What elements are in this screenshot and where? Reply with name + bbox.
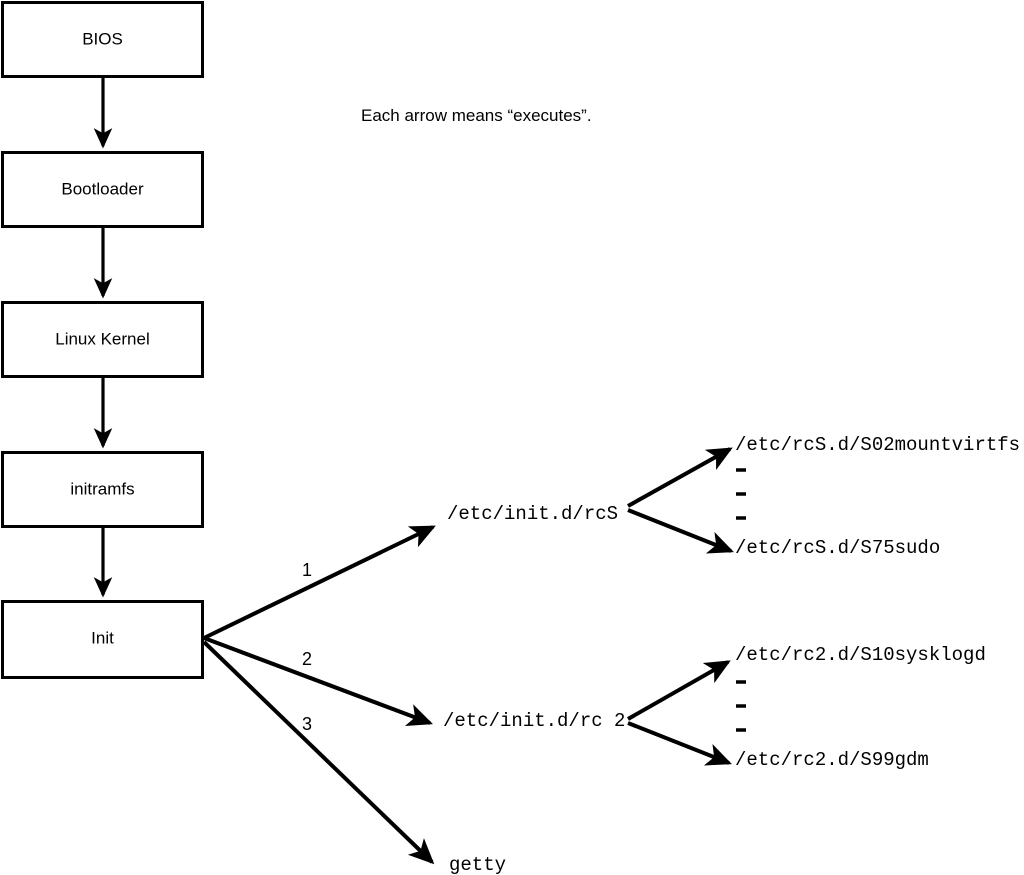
- node-initramfs: initramfs: [1, 451, 204, 528]
- arrow-init-to-getty: [202, 640, 435, 865]
- node-init: Init: [1, 600, 204, 679]
- node-label-bootloader: Bootloader: [61, 179, 144, 198]
- mid-node-label-rcs: /etc/init.d/rcS: [447, 503, 618, 525]
- node-label-linux-kernel: Linux Kernel: [55, 329, 150, 348]
- node-box-initramfs: [1, 451, 204, 528]
- node-linux-kernel: Linux Kernel: [1, 301, 204, 378]
- arrow-init-to-rcs: [203, 525, 436, 640]
- arrow-init-to-rc2: [203, 636, 433, 726]
- branch-number-1: 1: [302, 560, 312, 580]
- leaf-label-rc2-last: /etc/rc2.d/S99gdm: [735, 749, 929, 771]
- arrow-rcs-to-first-script: [627, 447, 733, 508]
- branch-number-3: 3: [302, 714, 312, 734]
- node-bios: BIOS: [1, 1, 204, 78]
- node-box-bios: [1, 1, 204, 78]
- legend-note: Each arrow means “executes”.: [361, 106, 592, 125]
- node-box-linux-kernel: [1, 301, 204, 378]
- mid-node-label-rc2: /etc/init.d/rc 2: [443, 710, 625, 732]
- leaf-label-rcs-first: /etc/rcS.d/S02mountvirtfs: [735, 434, 1020, 456]
- node-box-init: [1, 600, 204, 679]
- arrow-rc2-to-last-script: [627, 721, 732, 766]
- arrow-rc2-to-first-script: [627, 660, 731, 721]
- node-label-initramfs: initramfs: [70, 479, 134, 498]
- leaf-label-rcs-last: /etc/rcS.d/S75sudo: [735, 537, 940, 559]
- leaf-label-rc2-first: /etc/rc2.d/S10sysklogd: [735, 644, 986, 666]
- node-bootloader: Bootloader: [1, 151, 204, 228]
- node-label-init: Init: [91, 628, 114, 647]
- branch-number-2: 2: [302, 649, 312, 669]
- mid-node-label-getty: getty: [449, 854, 506, 875]
- node-label-bios: BIOS: [82, 29, 123, 48]
- arrow-rcs-to-last-script: [627, 508, 734, 554]
- node-box-bootloader: [1, 151, 204, 228]
